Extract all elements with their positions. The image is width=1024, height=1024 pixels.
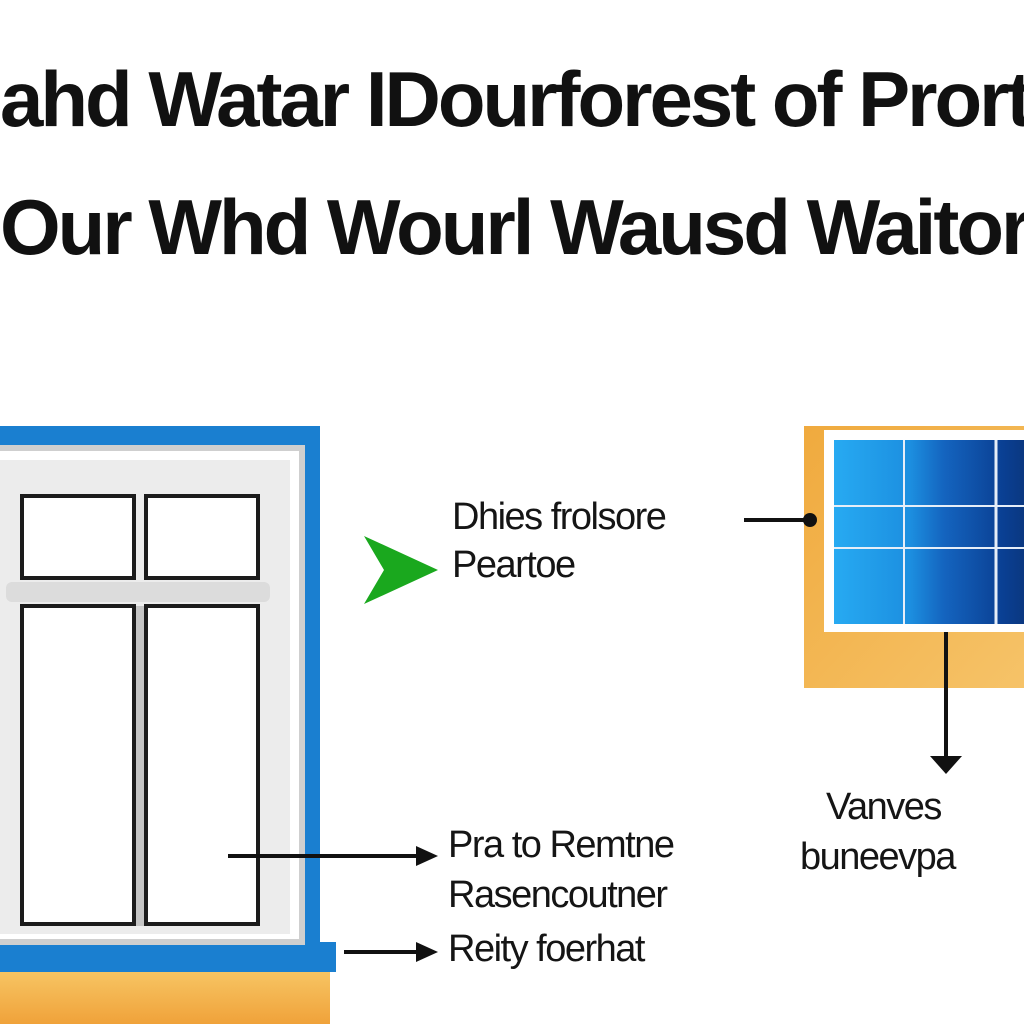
- connector-top-middle: [744, 513, 817, 527]
- label-bottom-left-1: Pra to Remtne: [448, 824, 675, 866]
- window-sill: [0, 942, 336, 972]
- diagram-title-line-2: Our Whd Wourl Wausd Waitory: [0, 183, 1024, 271]
- label-bottom-right-1: Vanves: [826, 786, 942, 828]
- connector-window-label-1: [228, 846, 438, 866]
- window-icon: [0, 426, 336, 1024]
- window-sash-left: [20, 604, 136, 926]
- label-top-middle-1: Dhies frolsore: [452, 496, 667, 538]
- green-arrow-icon: [364, 536, 438, 604]
- label-top-middle-2: Peartoe: [452, 544, 576, 586]
- connector-panel-down: [930, 632, 962, 774]
- panel-cells: [834, 440, 1024, 624]
- window-mid-rail: [6, 582, 270, 602]
- window-pane-top-left: [20, 494, 136, 580]
- window-sash-right: [144, 604, 260, 926]
- diagram-title-line-1: ahd Watar IDourforest of Prorth: [0, 55, 1024, 143]
- window-pane-top-right: [144, 494, 260, 580]
- label-bottom-left-2: Rasencoutner: [448, 874, 668, 916]
- solar-panel-icon: [804, 426, 1024, 688]
- connector-window-label-2: [344, 942, 438, 962]
- label-bottom-left-3: Reity foerhat: [448, 928, 645, 970]
- label-bottom-right-2: buneevpa: [800, 836, 956, 878]
- floor-strip: [0, 968, 330, 1024]
